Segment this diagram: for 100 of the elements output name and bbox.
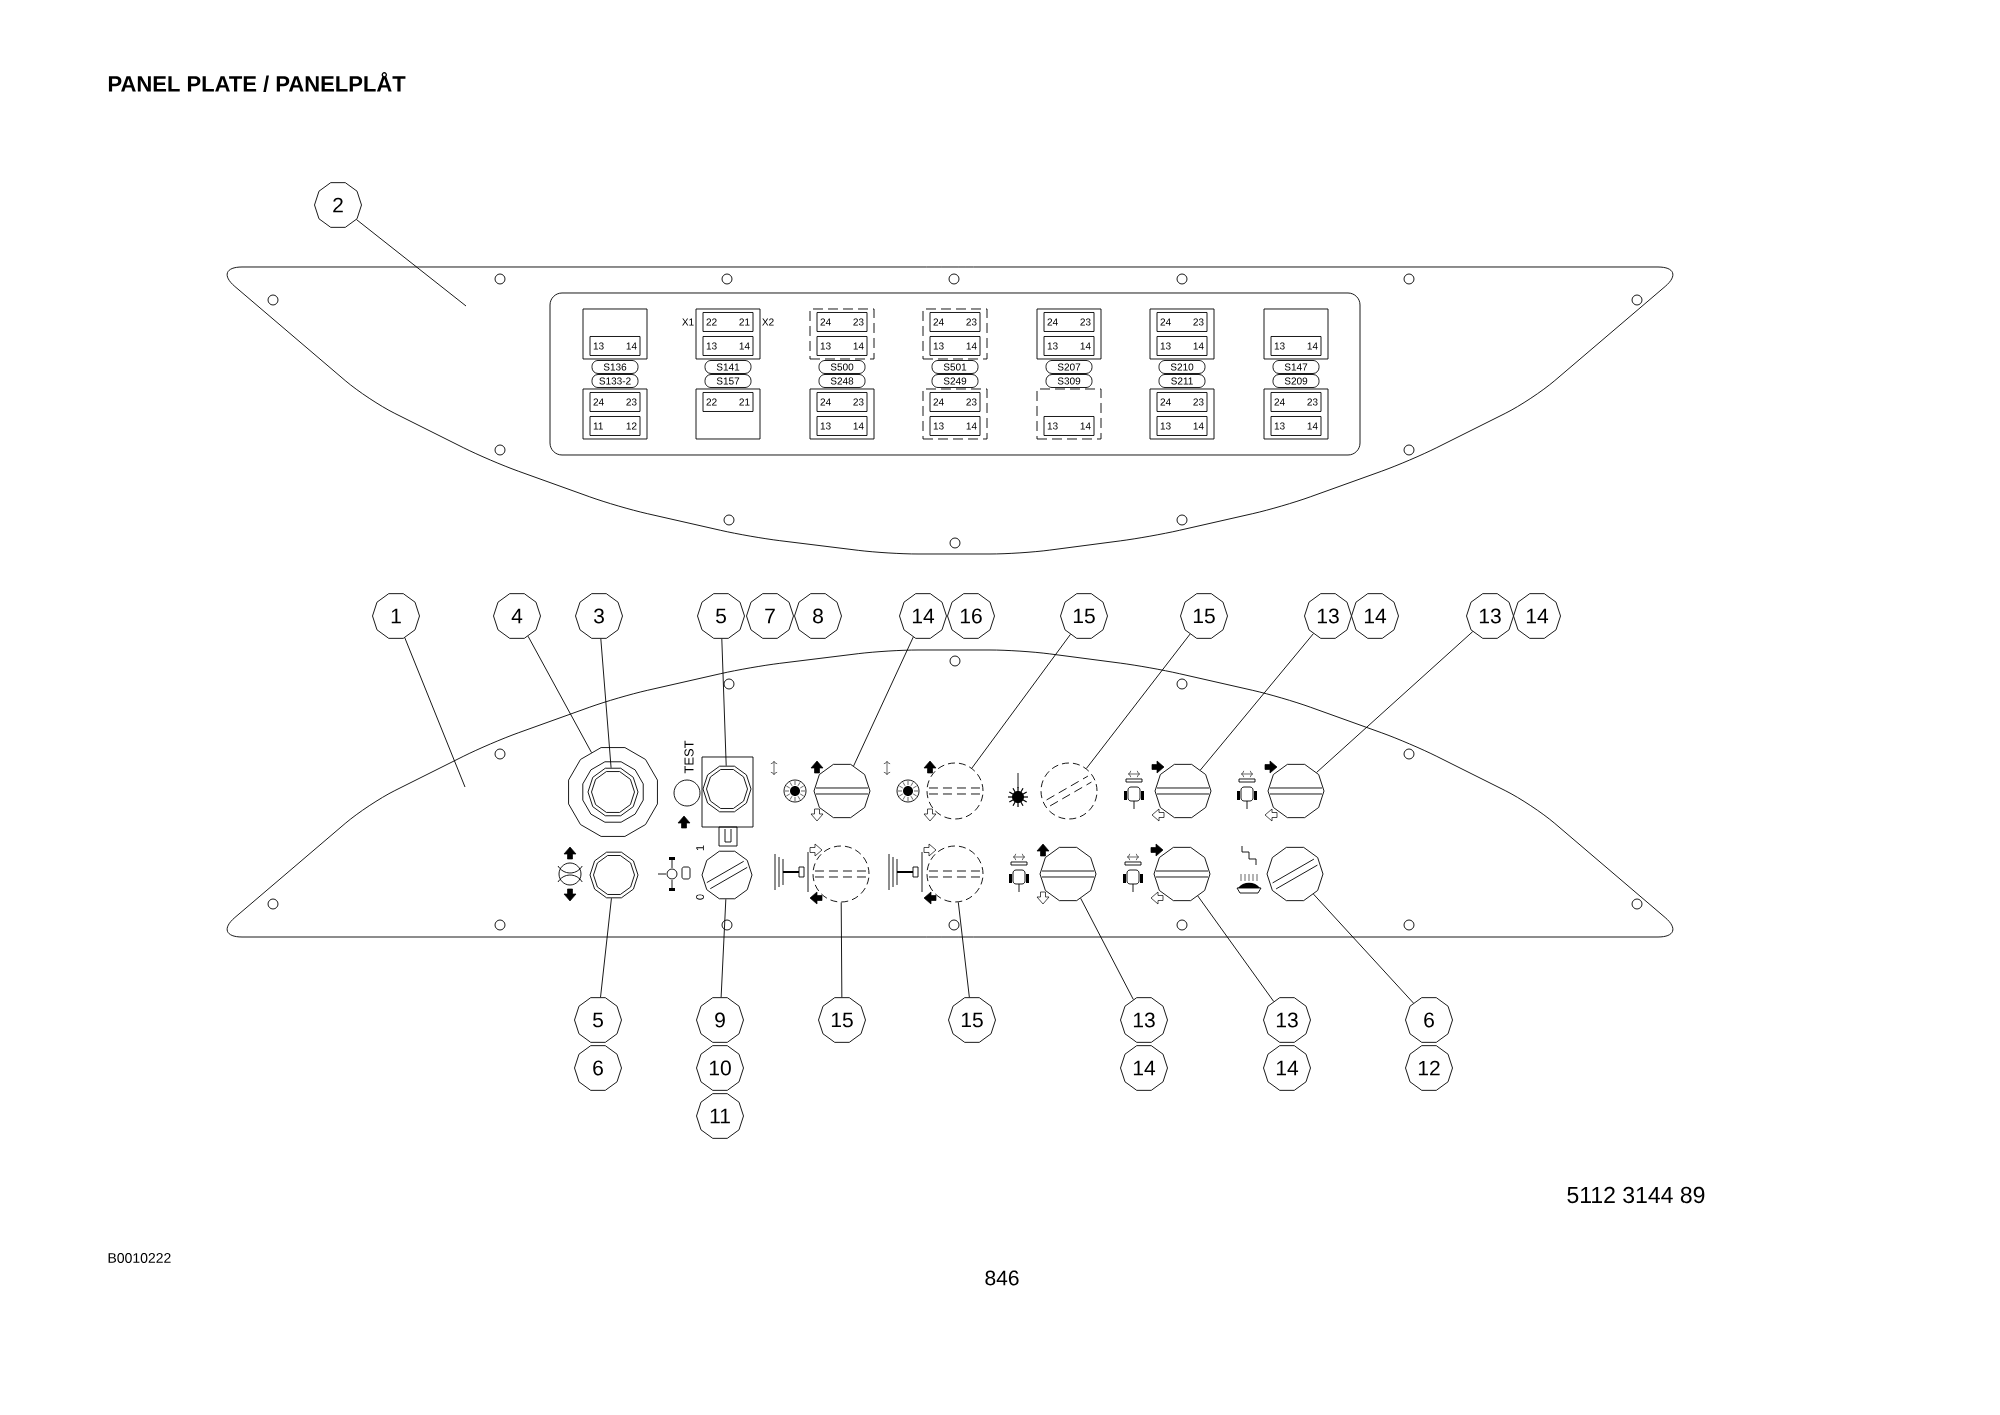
switch-frame: [1263, 388, 1329, 440]
contact-block: 24 23: [929, 312, 981, 332]
contact-block: 13 14: [1270, 336, 1322, 356]
switch-frame: [1149, 308, 1215, 360]
contact-block: 13 14: [1043, 416, 1095, 436]
switch-tag: S136: [591, 360, 639, 374]
contact-block: 24 23: [816, 312, 868, 332]
switch-tag: S157: [704, 374, 752, 388]
callout-balloon: 7: [746, 593, 794, 639]
contact-block: 13 14: [929, 416, 981, 436]
contact-block: 13 14: [1156, 416, 1208, 436]
contact-block: 13 14: [816, 336, 868, 356]
contact-block: 24 23: [1043, 312, 1095, 332]
callout-balloon: 10: [696, 1045, 744, 1091]
switch-frame: [582, 388, 648, 440]
switch-frame: [695, 388, 761, 440]
contact-block: 11 12: [589, 416, 641, 436]
callout-balloon: 11: [696, 1093, 744, 1139]
selector-knob: [1153, 846, 1211, 902]
callout-balloon: 1: [372, 593, 420, 639]
dashed-knob-outline: [1040, 762, 1098, 820]
page-number: 846: [985, 1270, 1019, 1286]
leader-line: [404, 637, 466, 788]
callout-balloon: 16: [947, 593, 995, 639]
switch-frame: [695, 308, 761, 360]
callout-balloon: 6: [574, 1045, 622, 1091]
leader-line: [600, 638, 612, 769]
callout-balloon: 14: [1120, 1045, 1168, 1091]
contact-block: 13 14: [1156, 336, 1208, 356]
push-button: [587, 767, 639, 817]
leader-line: [1316, 631, 1474, 773]
dashed-knob-outline: [926, 845, 984, 903]
dashed-knob-outline: [812, 845, 870, 903]
leader-line: [600, 897, 612, 998]
part-number: 5112 3144 89: [1567, 1186, 1705, 1204]
contact-block: 24 23: [1270, 392, 1322, 412]
callout-balloon: 2: [314, 182, 362, 228]
drawing-number: B0010222: [108, 1253, 171, 1263]
switch-frame: [922, 388, 988, 440]
leader-line: [1197, 895, 1275, 1002]
leader-line: [840, 902, 843, 998]
leader-line: [853, 636, 914, 767]
switch-tag: S209: [1272, 374, 1320, 388]
contact-block: 24 23: [1156, 312, 1208, 332]
switch-tag: S133-2: [591, 374, 639, 388]
switch-tag: S501: [931, 360, 979, 374]
position-label: 0: [696, 894, 704, 900]
leader-line: [1085, 633, 1191, 769]
contact-block: 24 23: [816, 392, 868, 412]
callout-balloon: 5: [697, 593, 745, 639]
selector-knob: [1039, 846, 1097, 902]
switch-frame: [1263, 308, 1329, 360]
panel-plate: [226, 266, 1674, 555]
leader-line: [957, 901, 970, 998]
switch-tag: S248: [818, 374, 866, 388]
callout-balloon: 15: [948, 997, 996, 1043]
callout-balloon: 3: [575, 593, 623, 639]
contact-block: 13 14: [589, 336, 641, 356]
switch-tag: S147: [1272, 360, 1320, 374]
callout-balloon: 9: [696, 997, 744, 1043]
callout-balloon: 14: [899, 593, 947, 639]
callout-balloon: 13: [1304, 593, 1352, 639]
switch-frame: [1036, 388, 1102, 440]
leader-line: [720, 898, 727, 998]
leader-line: [1313, 893, 1414, 1004]
terminal-label: X1: [682, 318, 694, 326]
knob-ring: [568, 747, 658, 837]
switch-tag: S211: [1158, 374, 1206, 388]
switch-tag: S249: [931, 374, 979, 388]
selector-knob: [1154, 763, 1212, 819]
leader-line: [971, 633, 1071, 769]
leader-line: [1199, 633, 1314, 771]
contact-block: 24 23: [929, 392, 981, 412]
switch-frame: [582, 308, 648, 360]
leader-line: [527, 635, 592, 754]
switch-frame: [1149, 388, 1215, 440]
panel-plate: [226, 649, 1674, 938]
push-button: [589, 851, 639, 899]
switch-tag: S207: [1045, 360, 1093, 374]
switch-frame: [809, 388, 875, 440]
contact-block: 22 21: [702, 312, 754, 332]
contact-block: 13 14: [929, 336, 981, 356]
contact-block: 13 14: [816, 416, 868, 436]
leader-line: [1080, 897, 1134, 1000]
callout-balloon: 13: [1120, 997, 1168, 1043]
switch-frame: [922, 308, 988, 360]
callout-balloon: 8: [794, 593, 842, 639]
contact-block: 24 23: [1156, 392, 1208, 412]
callout-balloon: 13: [1466, 593, 1514, 639]
callout-balloon: 14: [1263, 1045, 1311, 1091]
switch-frame: [809, 308, 875, 360]
switch-tag: S500: [818, 360, 866, 374]
contact-block: 13 14: [1043, 336, 1095, 356]
contact-block: 22 21: [702, 392, 754, 412]
callout-balloon: 5: [574, 997, 622, 1043]
callout-balloon: 14: [1513, 593, 1561, 639]
selector-knob: [1267, 763, 1325, 819]
callout-balloon: 15: [1060, 593, 1108, 639]
contact-block: 13 14: [1270, 416, 1322, 436]
switch-tag: S141: [704, 360, 752, 374]
